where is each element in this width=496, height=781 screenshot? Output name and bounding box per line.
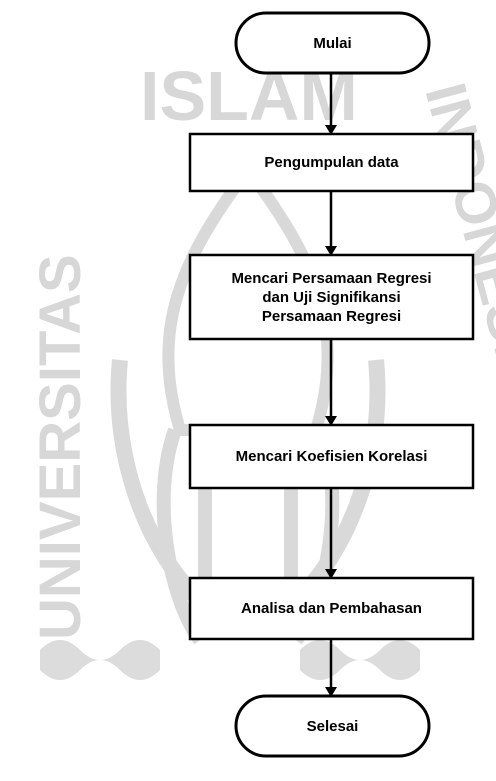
node-end-terminator bbox=[234, 694, 431, 758]
node-analysis-label: Analisa dan Pembahasan bbox=[241, 600, 422, 617]
node-start-label: Mulai bbox=[313, 34, 352, 52]
node-collect-label: Pengumpulan data bbox=[264, 154, 399, 171]
node-regression-label: Mencari Persamaan Regresi dan Uji Signif… bbox=[231, 269, 432, 325]
node-regression-process-box bbox=[188, 253, 475, 341]
node-end-label: Selesai bbox=[306, 717, 359, 735]
node-collect-process-box bbox=[188, 132, 475, 193]
node-analysis-process-box bbox=[188, 576, 475, 641]
node-correlation-process-box bbox=[188, 423, 475, 490]
node-start-terminator bbox=[234, 11, 431, 75]
node-correlation-label: Mencari Koefisien Korelasi bbox=[235, 448, 428, 465]
flowchart-nodes bbox=[188, 11, 475, 758]
watermark-left-text: UNIVERSITAS bbox=[28, 254, 93, 640]
